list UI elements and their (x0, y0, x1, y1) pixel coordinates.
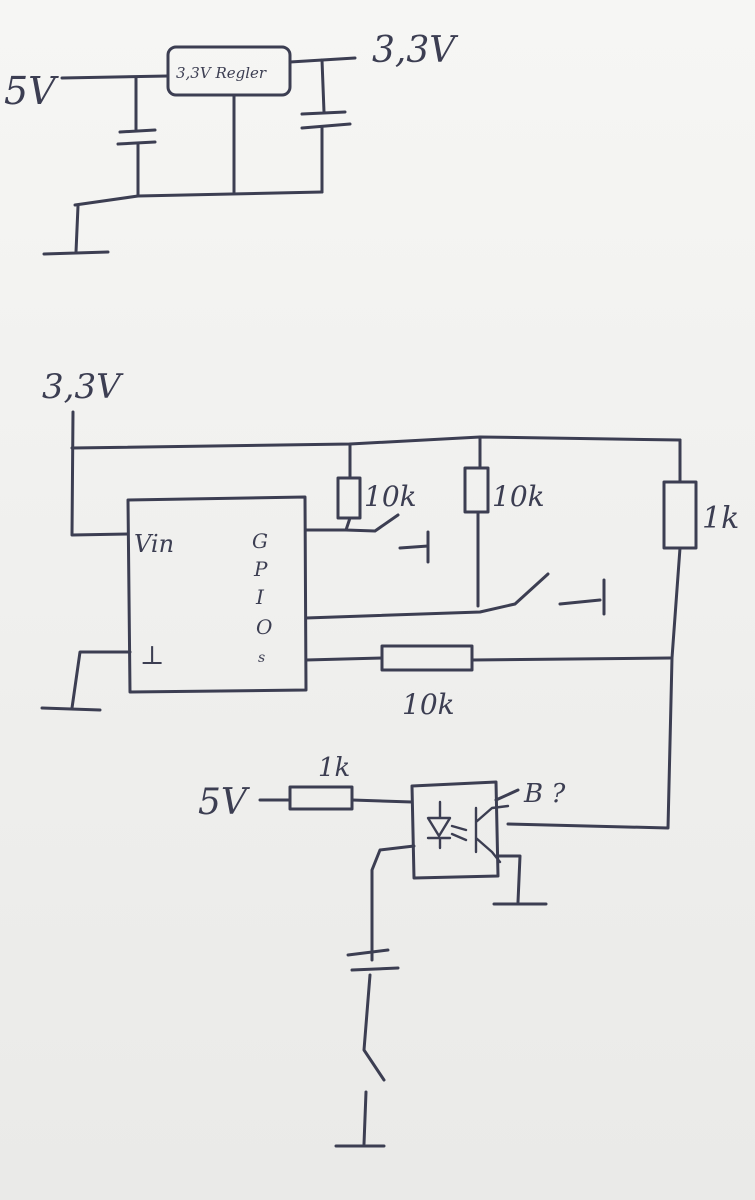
led-anode-wire (350, 798, 414, 804)
regulator-box-label: 3,3V Regler (176, 64, 267, 82)
mcu-box (126, 495, 308, 694)
led-cathode-wire (370, 844, 416, 962)
cable-break-symbol (346, 948, 400, 972)
series-resistor-left-wire (304, 656, 384, 662)
phototransistor-symbol (474, 804, 510, 864)
base-label: B ? (523, 779, 566, 809)
switch-ground-symbol (334, 1090, 386, 1148)
mcu-gpio-letter-4: O (256, 615, 272, 639)
base-lead (494, 788, 520, 802)
optocoupler-supply-label: 5V (198, 782, 251, 823)
mcu-gpio-letter-5: s (258, 650, 265, 666)
optocoupler-resistor (288, 785, 354, 811)
switch-1 (304, 513, 430, 564)
regulator-input-label: 5V (4, 69, 59, 113)
led-symbol (426, 800, 452, 850)
regulator-input-wire (60, 74, 170, 80)
regulator-section: 5V 3,3V Regler 3,3V (4, 30, 459, 256)
r3-output-wire (506, 546, 682, 830)
supply-wire (70, 410, 130, 537)
mcu-ground-symbol (40, 650, 132, 712)
resistor-r3 (662, 480, 698, 550)
mcu-gpio-letter-1: G (252, 529, 268, 553)
resistor-r2 (463, 466, 490, 514)
supply-rail (70, 435, 682, 450)
ground-bus (73, 190, 324, 207)
mcu-gpio-letter-3: I (255, 585, 265, 609)
mcu-gnd-label: ⊥ (140, 641, 164, 671)
series-resistor-right-wire (470, 656, 672, 662)
supply-label: 3,3V (42, 367, 124, 407)
regulator-output-label: 3,3V (372, 30, 459, 71)
mcu-vin-label: Vin (134, 530, 174, 558)
output-capacitor (300, 58, 352, 194)
external-switch (362, 973, 386, 1082)
optocoupler-resistor-label: 1k (318, 753, 350, 783)
mcu-section: 3,3V Vin ⊥ G P I O s 10k 10k 1k 10k (40, 367, 739, 830)
light-arrows (450, 824, 468, 842)
resistor-r1-label: 10k (364, 480, 417, 513)
input-capacitor (116, 76, 157, 198)
resistor-r3-label: 1k (702, 501, 739, 536)
resistor-series-label: 10k (402, 688, 455, 721)
regulator-box (166, 45, 292, 97)
resistor-r1 (336, 476, 362, 520)
optocoupler-ground-symbol (492, 854, 548, 906)
switch-2 (304, 510, 606, 620)
optocoupler-section: 5V 1k B ? (198, 753, 566, 1148)
regulator-ground-symbol (42, 204, 110, 256)
resistor-series (380, 644, 474, 672)
mcu-gpio-letter-2: P (253, 557, 268, 581)
resistor-r2-label: 10k (492, 480, 545, 513)
optocoupler-package (410, 780, 500, 880)
